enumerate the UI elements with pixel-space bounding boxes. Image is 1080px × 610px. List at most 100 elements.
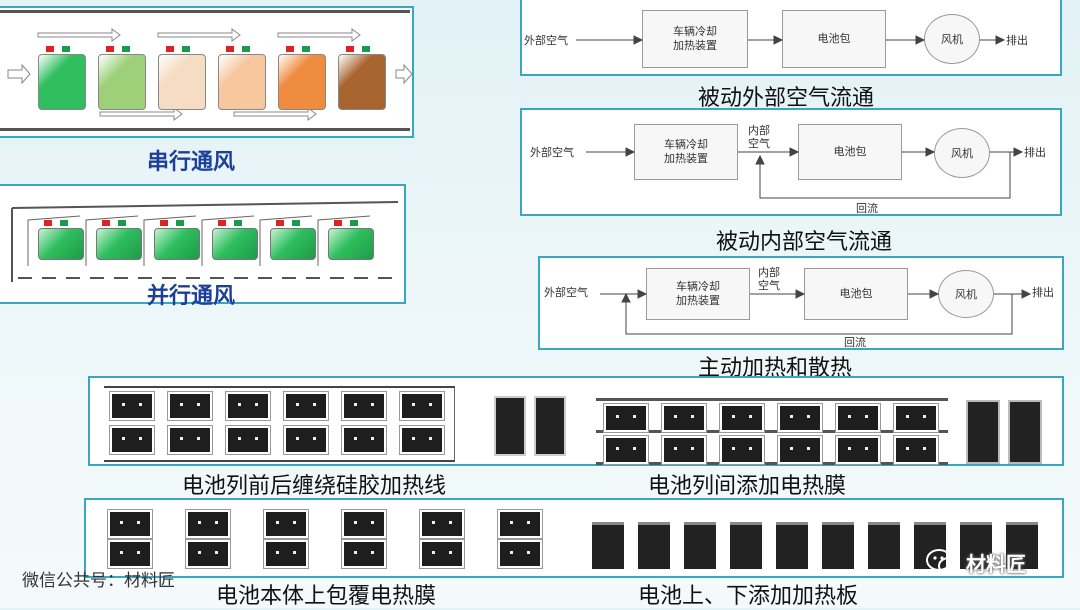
battery-terminal-negative (302, 46, 310, 52)
battery-cell (167, 391, 213, 421)
battery-cell (497, 539, 543, 569)
battery-terminal-positive (106, 46, 114, 52)
film-strip-2 (596, 430, 948, 433)
film-strip-1 (596, 398, 948, 401)
outside-air-label: 外部空气 (524, 34, 568, 47)
fan-circle: 风机 (924, 14, 980, 64)
inner-air-label: 内部空气 (758, 266, 780, 292)
battery-module (270, 228, 316, 260)
battery-terminal-positive (226, 46, 234, 52)
film-strip-3 (596, 462, 948, 465)
battery-cell (399, 425, 445, 455)
heating-plate-cell (730, 522, 762, 569)
series-ventilation-panel (0, 6, 414, 138)
battery-terminal-positive (334, 220, 342, 226)
battery-module (154, 228, 200, 260)
battery-cell (719, 403, 765, 433)
battery-cell (185, 539, 231, 569)
battery-module (38, 54, 86, 110)
logo-text: 材料匠 (966, 552, 1026, 576)
recirculation-label: 回流 (856, 202, 878, 215)
battery-cell (263, 539, 309, 569)
battery-cell (167, 425, 213, 455)
wechat-logo: 材料匠 (926, 548, 1026, 577)
exhaust-label: 排出 (1006, 34, 1028, 47)
exhaust-label: 排出 (1024, 146, 1046, 159)
battery-cell (225, 391, 271, 421)
battery-pack-box: 电池包 (804, 268, 908, 320)
battery-cell (399, 391, 445, 421)
side-cell-d (1008, 400, 1042, 464)
battery-cell (341, 425, 387, 455)
battery-terminal-negative (234, 220, 242, 226)
battery-cell (341, 391, 387, 421)
heater-box: 车辆冷却加热装置 (634, 124, 738, 180)
battery-cell (419, 539, 465, 569)
battery-cell (893, 403, 939, 433)
heating-cover-plate-panel (84, 498, 1064, 578)
heating-plate-cell (592, 522, 624, 569)
battery-cell (341, 509, 387, 539)
side-cell-a (494, 396, 526, 456)
wrapped-cells-frame (104, 386, 455, 462)
battery-module (212, 228, 258, 260)
film-between-caption: 电池列间添加电热膜 (648, 474, 847, 499)
battery-cell (283, 425, 329, 455)
battery-terminal-positive (286, 46, 294, 52)
battery-cell (777, 435, 823, 465)
battery-module (38, 228, 84, 260)
heating-plate-cell (684, 522, 716, 569)
battery-terminal-positive (46, 46, 54, 52)
heater-box: 车辆冷却加热装置 (646, 268, 750, 320)
battery-cell (283, 391, 329, 421)
battery-terminal-positive (166, 46, 174, 52)
battery-terminal-positive (276, 220, 284, 226)
battery-module (98, 54, 146, 110)
heating-plate-cell (776, 522, 808, 569)
battery-module (278, 54, 326, 110)
parallel-airflow-lines (11, 201, 399, 282)
battery-terminal-positive (102, 220, 110, 226)
battery-terminal-negative (350, 220, 358, 226)
battery-pack-box: 电池包 (798, 124, 902, 180)
fan-circle: 风机 (934, 128, 990, 178)
flow-arrows-3 (600, 289, 1032, 335)
battery-cell (107, 539, 153, 569)
exhaust-label: 排出 (1032, 286, 1054, 299)
battery-cell (893, 435, 939, 465)
battery-terminal-negative (362, 46, 370, 52)
battery-module (328, 228, 374, 260)
passive-internal-caption: 被动内部空气流通 (716, 230, 893, 255)
battery-cell (341, 539, 387, 569)
battery-cell (603, 403, 649, 433)
battery-module (338, 54, 386, 110)
outside-air-label: 外部空气 (544, 286, 588, 299)
series-airflow-arrows (7, 28, 413, 121)
battery-terminal-negative (176, 220, 184, 226)
battery-cell (107, 509, 153, 539)
battery-cell (661, 403, 707, 433)
plate-caption: 电池上、下添加加热板 (638, 584, 859, 609)
battery-cell (497, 509, 543, 539)
battery-cell (109, 425, 155, 455)
inner-air-label: 内部空气 (748, 124, 770, 150)
battery-cell (661, 435, 707, 465)
battery-cell (719, 435, 765, 465)
side-cell-c (966, 400, 1000, 464)
outside-air-label: 外部空气 (530, 146, 574, 159)
battery-cell (835, 435, 881, 465)
heater-box: 车辆冷却加热装置 (642, 10, 748, 68)
parallel-ventilation-panel (0, 184, 406, 304)
heating-plate-cell (638, 522, 670, 569)
series-ventilation-caption: 串行通风 (147, 150, 236, 175)
flow-arrows-2 (586, 147, 1024, 199)
battery-pack-box: 电池包 (782, 10, 886, 68)
battery-terminal-negative (118, 220, 126, 226)
battery-cell (835, 403, 881, 433)
battery-cell (185, 509, 231, 539)
battery-terminal-negative (292, 220, 300, 226)
battery-module (158, 54, 206, 110)
cover-film-caption: 电池本体上包覆电热膜 (216, 584, 437, 609)
battery-module (96, 228, 142, 260)
active-diagram: 外部空气 车辆冷却加热装置 内部空气 电池包 风机 排出 回流 (538, 256, 1064, 350)
